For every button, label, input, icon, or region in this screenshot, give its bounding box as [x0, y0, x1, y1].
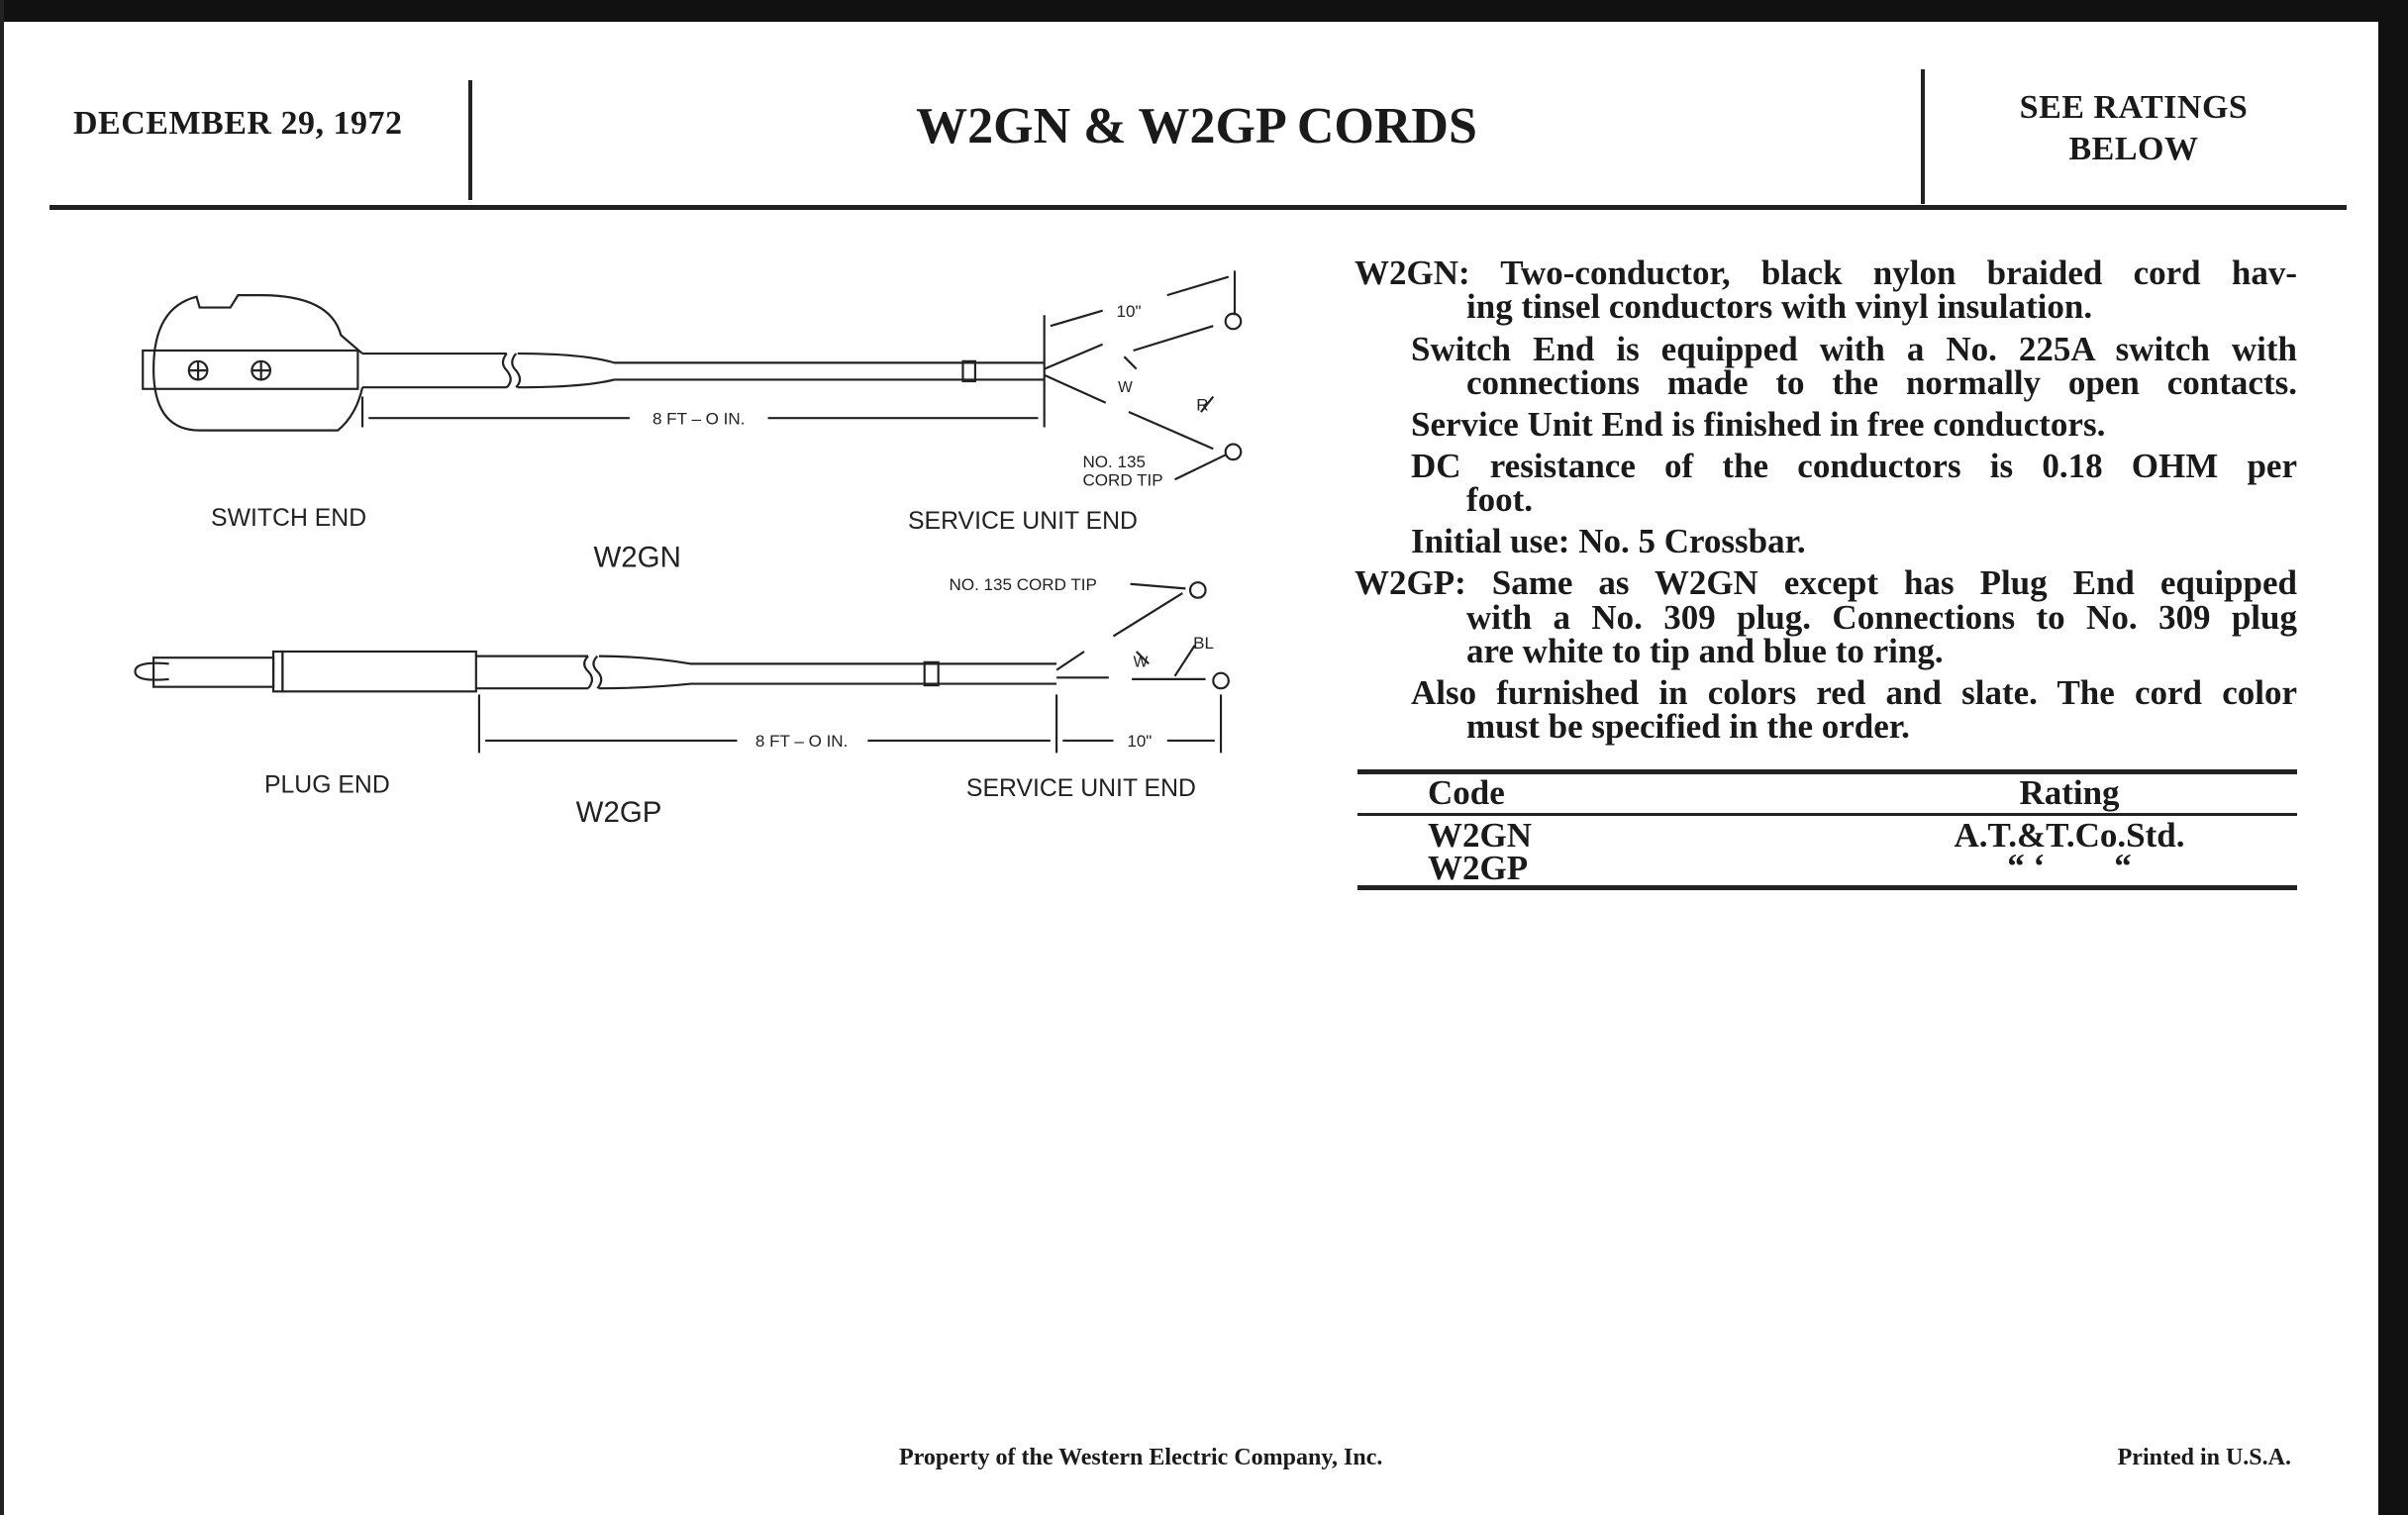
cord-band	[923, 660, 940, 687]
scan-border-left	[0, 0, 4, 1515]
desc-line: foot.	[1466, 480, 1534, 519]
w2gn-drawing	[142, 270, 1243, 481]
cord	[475, 655, 1057, 690]
cord-tip-icon	[1224, 443, 1243, 461]
desc-line: must be specified in the order.	[1466, 707, 1910, 746]
w2gp-wire-bl-label: BL	[1193, 634, 1214, 653]
table-row-code: W2GN	[1428, 816, 1532, 855]
desc-line: Switch End is equipped with a No. 225A s…	[1411, 330, 2297, 368]
desc-line: W2GN: Two-conductor, black nylon braided…	[1354, 253, 2297, 292]
w2gn-service-unit-end-label: SERVICE UNIT END	[908, 508, 1138, 535]
switch-bracket	[142, 349, 359, 390]
page-title: W2GN & W2GP CORDS	[916, 98, 1477, 154]
w2gp-lead-length-label: 10"	[1127, 732, 1152, 751]
wire-white	[1044, 325, 1214, 451]
header-rule	[50, 205, 2347, 210]
desc-line: DC resistance of the conductors is 0.18 …	[1411, 447, 2297, 485]
header-divider-right	[1921, 69, 1925, 204]
desc-line: Service Unit End is finished in free con…	[1411, 405, 2106, 444]
cord-tip-icon	[1224, 312, 1243, 331]
cord-band	[961, 359, 976, 383]
header-divider-left	[468, 80, 472, 200]
dim-8ft	[477, 694, 1223, 754]
cord	[362, 352, 1045, 389]
w2gp-cord-tip-label: NO. 135 CORD TIP	[950, 575, 1097, 594]
table-bottom-rule	[1357, 885, 2297, 890]
dim-8ft	[360, 315, 1046, 428]
w2gn-drawing-title: W2GN	[593, 542, 680, 574]
table-header-code: Code	[1428, 773, 1505, 812]
desc-line: with a No. 309 plug. Connections to No. …	[1466, 598, 2297, 637]
dim-10in	[1050, 270, 1237, 328]
plug-ring	[271, 650, 284, 693]
desc-line: ing tinsel conductors with vinyl insulat…	[1466, 287, 2093, 326]
scan-border-top	[0, 0, 2408, 22]
footer-printed: Printed in U.S.A.	[2117, 1445, 2291, 1470]
plug-tip	[134, 661, 169, 681]
scan-border-right	[2378, 0, 2408, 1515]
w2gn-wire-r-label: R	[1196, 395, 1208, 414]
plug-sleeve	[152, 656, 275, 688]
switch-body	[152, 294, 364, 432]
desc-line: Initial use: No. 5 Crossbar.	[1411, 522, 1806, 560]
desc-line: W2GP: Same as W2GN except has Plug End e…	[1354, 563, 2297, 602]
ratings-note: SEE RATINGS BELOW	[1926, 87, 2342, 170]
table-row-rating: A.T.&T.Co.Std.	[1954, 816, 2185, 855]
cord-tip-icon	[1188, 581, 1207, 599]
w2gn-cord-tip-label-2: CORD TIP	[1082, 470, 1162, 489]
ratings-note-line1: SEE RATINGS	[2019, 89, 2249, 126]
w2gp-service-unit-end-label: SERVICE UNIT END	[966, 775, 1196, 802]
plug-end-label: PLUG END	[264, 772, 390, 799]
table-row-code: W2GP	[1428, 849, 1529, 887]
w2gn-cord-tip-label-1: NO. 135	[1082, 453, 1146, 471]
desc-line: connections made to the normally open co…	[1466, 363, 2297, 402]
plug-handle	[281, 650, 477, 693]
wire	[1055, 592, 1206, 680]
w2gn-lead-length-label: 10"	[1116, 302, 1141, 321]
w2gn-length-label: 8 FT – O IN.	[652, 409, 745, 428]
table-top-rule	[1357, 769, 2297, 774]
desc-line: are white to tip and blue to ring.	[1466, 632, 1944, 670]
switch-end-label: SWITCH END	[211, 505, 366, 532]
w2gp-length-label: 8 FT – O IN.	[755, 732, 848, 751]
w2gn-wire-w-label: W	[1118, 379, 1133, 396]
w2gp-drawing	[134, 581, 1230, 754]
desc-line: Also furnished in colors red and slate. …	[1411, 673, 2297, 712]
w2gp-drawing-title: W2GP	[576, 796, 662, 829]
table-header-rating: Rating	[2019, 773, 2120, 812]
table-header-rule	[1357, 813, 2297, 816]
cord-tip-icon	[1212, 671, 1230, 690]
w2gp-wire-w-label: W	[1134, 654, 1149, 670]
ratings-note-line2: BELOW	[2068, 131, 2199, 167]
table-row-rating: “ ‘ “	[2007, 847, 2132, 885]
issue-date: DECEMBER 29, 1972	[73, 105, 403, 142]
footer-property: Property of the Western Electric Company…	[899, 1445, 1383, 1470]
